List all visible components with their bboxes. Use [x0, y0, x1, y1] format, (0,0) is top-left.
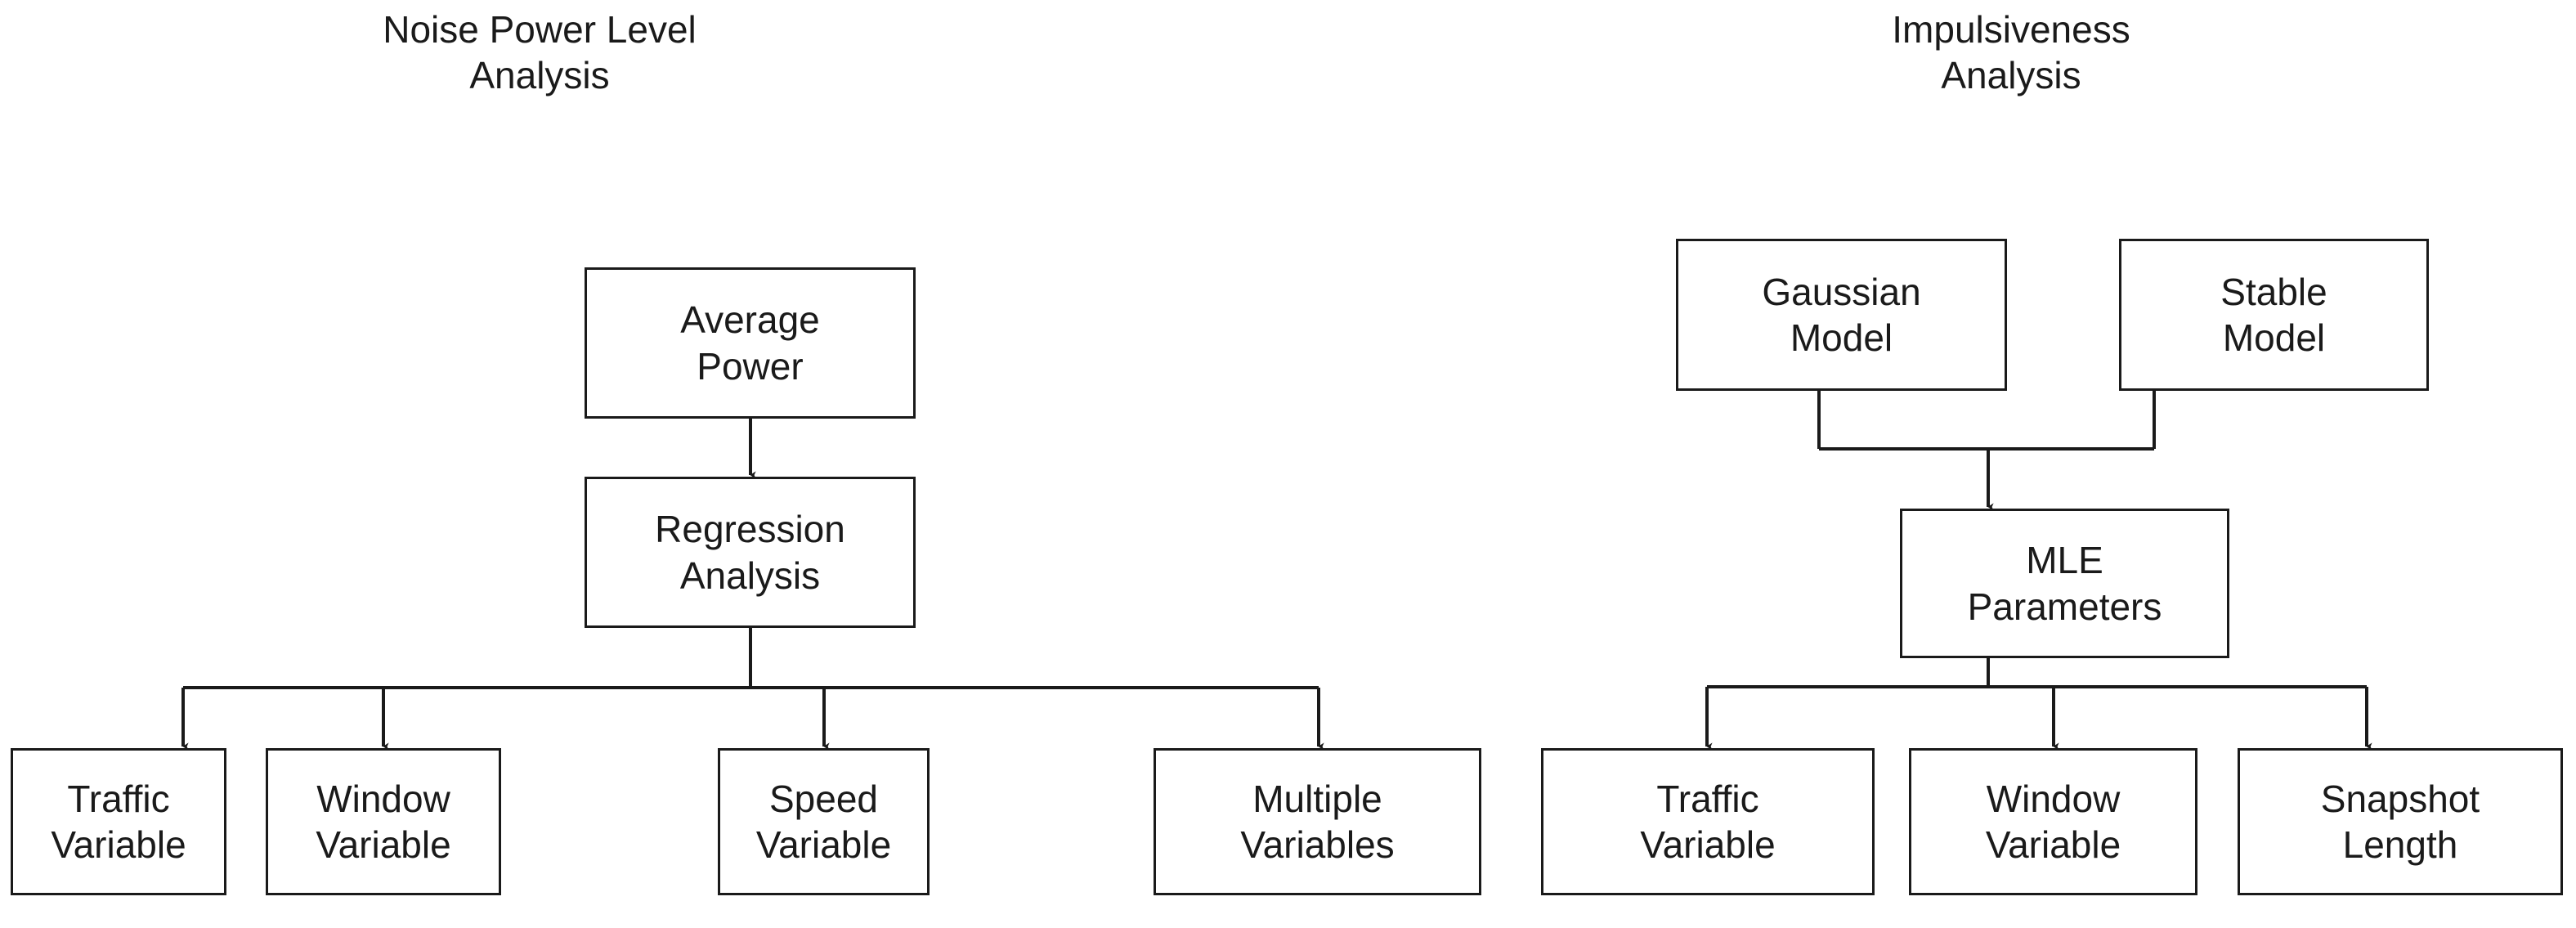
node-regression-analysis[interactable]: Regression Analysis — [585, 477, 916, 628]
node-label-mle-parameters: MLE Parameters — [1967, 539, 2162, 628]
node-label-window-variable: Window Variable — [316, 777, 451, 866]
node-label-multiple-variables: Multiple Variables — [1240, 777, 1395, 866]
node-label-traffic-variable-2: Traffic Variable — [1640, 777, 1776, 866]
node-label-speed-variable: Speed Variable — [755, 777, 892, 866]
node-label-snapshot-length: Snapshot Length — [2320, 777, 2480, 866]
node-multiple-variables[interactable]: Multiple Variables — [1154, 748, 1481, 895]
node-label-regression-analysis: Regression Analysis — [655, 508, 845, 597]
column-title-impulsiveness: Impulsiveness Analysis — [1892, 8, 2130, 97]
node-traffic-variable-2[interactable]: Traffic Variable — [1541, 748, 1875, 895]
node-snapshot-length[interactable]: Snapshot Length — [2238, 748, 2563, 895]
column-title-noise-power-level: Noise Power Level Analysis — [383, 8, 697, 97]
node-traffic-variable[interactable]: Traffic Variable — [11, 748, 226, 895]
node-label-average-power: Average Power — [680, 298, 820, 388]
node-window-variable[interactable]: Window Variable — [266, 748, 501, 895]
node-label-gaussian-model: Gaussian Model — [1762, 270, 1921, 359]
node-gaussian-model[interactable]: Gaussian Model — [1676, 239, 2007, 391]
node-average-power[interactable]: Average Power — [585, 267, 916, 419]
node-window-variable-2[interactable]: Window Variable — [1909, 748, 2197, 895]
node-stable-model[interactable]: Stable Model — [2119, 239, 2429, 391]
node-mle-parameters[interactable]: MLE Parameters — [1900, 509, 2229, 658]
node-label-traffic-variable: Traffic Variable — [51, 777, 186, 866]
node-speed-variable[interactable]: Speed Variable — [718, 748, 930, 895]
node-label-stable-model: Stable Model — [2220, 270, 2327, 359]
node-label-window-variable-2: Window Variable — [1985, 777, 2121, 866]
